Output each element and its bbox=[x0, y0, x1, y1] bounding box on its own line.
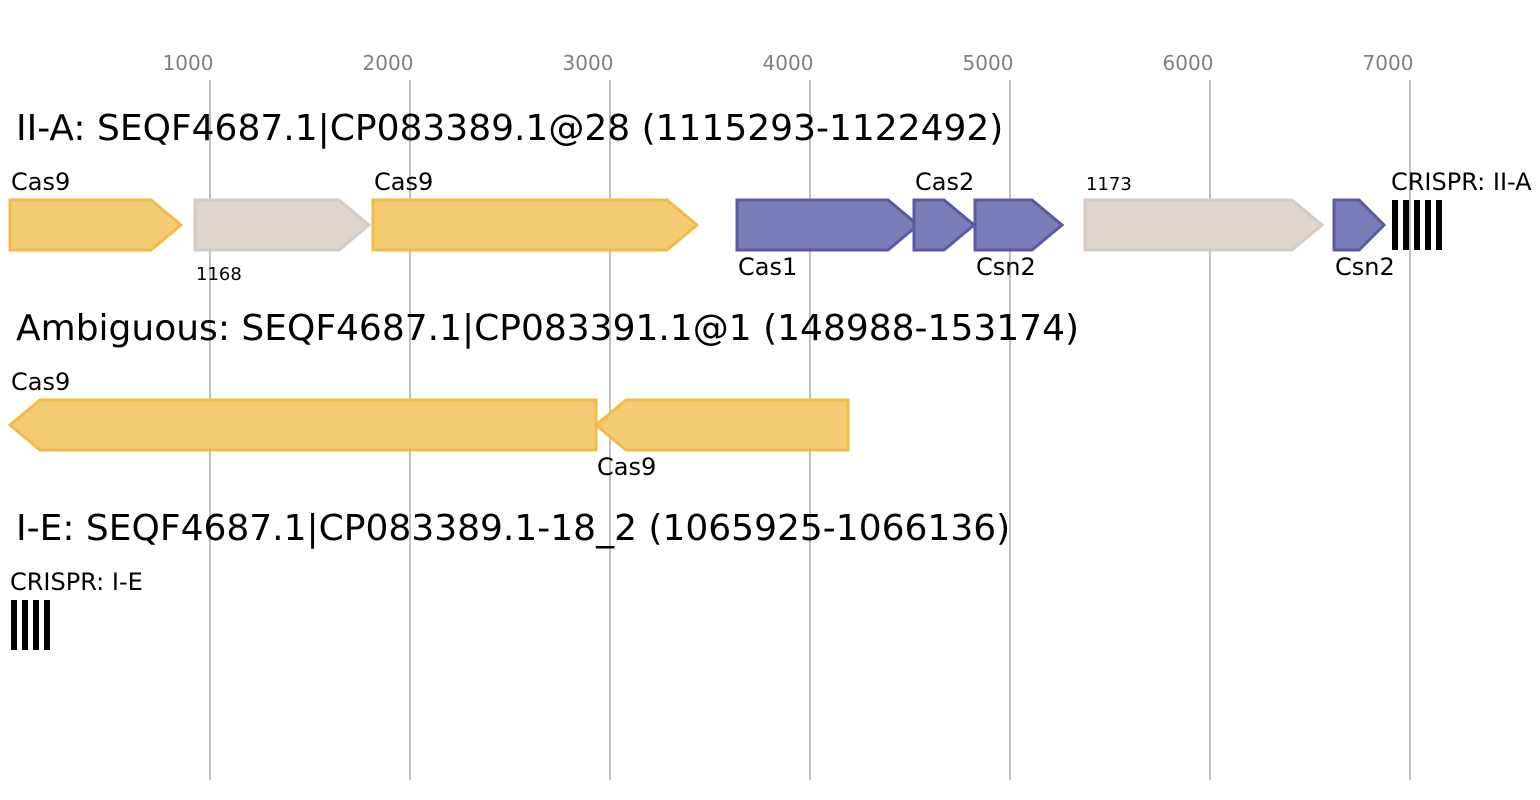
axis-tick-label: 6000 bbox=[1163, 51, 1214, 75]
gene-arrow-adapt bbox=[735, 198, 921, 252]
track-title-i-e: I-E: SEQF4687.1|CP083389.1-18_2 (1065925… bbox=[16, 508, 1010, 549]
gene-arrow-cas9 bbox=[7, 398, 598, 452]
gene-label: Cas2 bbox=[915, 168, 974, 196]
gene-arrow-adapt bbox=[912, 198, 977, 252]
gene-arrow-other bbox=[1083, 198, 1325, 252]
gene-arrow-adapt bbox=[1332, 198, 1387, 252]
gene-label: Csn2 bbox=[976, 253, 1036, 281]
axis-tick-label: 2000 bbox=[363, 51, 414, 75]
gene-arrow-cas9 bbox=[593, 398, 850, 452]
crispr-label: CRISPR: I-E bbox=[10, 568, 143, 596]
axis-tick-label: 7000 bbox=[1363, 51, 1414, 75]
gene-label: 1173 bbox=[1086, 174, 1132, 195]
crispr-repeat bbox=[1403, 200, 1409, 250]
gene-label: Csn2 bbox=[1335, 253, 1395, 281]
crispr-repeat bbox=[22, 600, 28, 650]
coordinate-axis: 1000 2000 3000 4000 5000 6000 7000 bbox=[163, 51, 1414, 75]
gene-label: Cas9 bbox=[597, 453, 656, 481]
crispr-repeat bbox=[1392, 200, 1398, 250]
crispr-repeat bbox=[33, 600, 39, 650]
crispr-repeat bbox=[1425, 200, 1431, 250]
crispr-label: CRISPR: II-A bbox=[1391, 168, 1532, 196]
track-ambiguous: Ambiguous: SEQF4687.1|CP083391.1@1 (1489… bbox=[7, 308, 1079, 481]
axis-tick-label: 1000 bbox=[163, 51, 214, 75]
crispr-array bbox=[11, 600, 50, 650]
gene-arrow-cas9 bbox=[8, 198, 184, 252]
crispr-array bbox=[1392, 200, 1442, 250]
crispr-repeat bbox=[44, 600, 50, 650]
track-i-e: I-E: SEQF4687.1|CP083389.1-18_2 (1065925… bbox=[10, 508, 1010, 650]
crispr-repeat bbox=[1436, 200, 1442, 250]
gene-arrow-cas9 bbox=[371, 198, 700, 252]
gene-label: 1168 bbox=[196, 264, 242, 285]
track-title-ambiguous: Ambiguous: SEQF4687.1|CP083391.1@1 (1489… bbox=[16, 308, 1079, 349]
axis-tick-label: 4000 bbox=[763, 51, 814, 75]
track-ii-a: II-A: SEQF4687.1|CP083389.1@28 (1115293-… bbox=[8, 108, 1532, 285]
gene-arrow-adapt bbox=[973, 198, 1065, 252]
gene-label: Cas9 bbox=[374, 168, 433, 196]
gene-label: Cas9 bbox=[11, 168, 70, 196]
crispr-repeat bbox=[11, 600, 17, 650]
gene-label: Cas1 bbox=[738, 253, 797, 281]
axis-tick-label: 3000 bbox=[563, 51, 614, 75]
gene-label: Cas9 bbox=[11, 368, 70, 396]
crispr-repeat bbox=[1414, 200, 1420, 250]
track-title-ii-a: II-A: SEQF4687.1|CP083389.1@28 (1115293-… bbox=[16, 108, 1003, 149]
gene-arrow-other bbox=[193, 198, 372, 252]
axis-tick-label: 5000 bbox=[963, 51, 1014, 75]
